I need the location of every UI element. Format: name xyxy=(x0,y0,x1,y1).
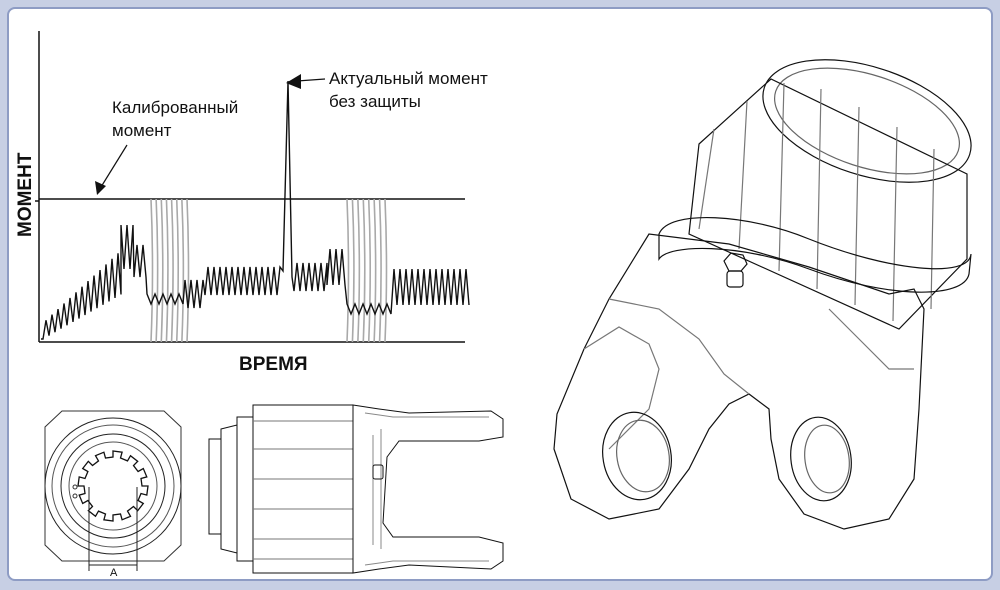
calibrated-torque-label-line2: момент xyxy=(112,121,172,140)
overload-burst-line xyxy=(150,198,154,343)
calibrated-torque-label-line1: Калиброванный xyxy=(112,98,238,117)
iso-left-ear-hole xyxy=(602,411,672,501)
overload-burst-line xyxy=(155,198,159,343)
side-view-yoke-edges xyxy=(364,412,489,566)
actual-arrowhead xyxy=(286,74,301,89)
side-view-flange-thin xyxy=(208,438,222,535)
y-axis-label: МОМЕНТ xyxy=(15,152,36,237)
iso-rear-rim xyxy=(762,59,972,183)
actual-torque-label-line2: без защиты xyxy=(329,92,421,111)
iso-grease-nipple-body xyxy=(726,270,744,288)
iso-rear-rim-inner xyxy=(773,67,961,175)
iso-left-ear-hole-inner xyxy=(616,419,670,493)
front-view-hex-outline xyxy=(44,410,182,562)
side-view-body xyxy=(252,404,354,574)
iso-ear-edge xyxy=(583,326,660,450)
overload-bursts xyxy=(150,198,388,343)
front-view-hole xyxy=(72,484,78,490)
iso-right-ear-hole xyxy=(790,416,852,502)
iso-cylinder-body xyxy=(688,78,968,330)
iso-flange-ring xyxy=(658,217,972,293)
figure-frame: МОМЕНТ ВРЕМЯ Калиброванный момент Актуал… xyxy=(7,7,993,581)
actual-leader-line xyxy=(296,78,326,82)
overload-burst-line xyxy=(181,198,185,343)
dimension-label-a: A xyxy=(110,567,118,579)
overload-burst-line xyxy=(170,198,174,343)
iso-yoke-edge xyxy=(828,308,914,370)
iso-right-ear-hole-inner xyxy=(804,424,850,494)
front-view-hole xyxy=(72,493,78,499)
side-view-grease-nipple xyxy=(372,464,384,480)
side-view-yoke-outline xyxy=(352,404,504,574)
torque-chart: МОМЕНТ ВРЕМЯ Калиброванный момент Актуал… xyxy=(15,31,488,375)
front-view-ring-2 xyxy=(51,424,175,548)
x-axis-label: ВРЕМЯ xyxy=(239,354,308,375)
overload-burst-line xyxy=(367,198,372,343)
overload-burst-line xyxy=(378,198,382,343)
iso-yoke-outline xyxy=(553,233,925,530)
torque-signal xyxy=(41,80,470,340)
front-view-spline-bore xyxy=(77,450,149,522)
overload-burst-line xyxy=(384,198,388,343)
overload-burst-line xyxy=(160,198,164,343)
calibrated-arrowhead xyxy=(95,181,106,195)
overload-burst-line xyxy=(357,198,361,343)
overload-burst-line xyxy=(373,198,377,343)
isometric-view-drawing xyxy=(553,59,972,530)
front-view-ring-3 xyxy=(60,433,166,539)
side-view-ring xyxy=(236,416,254,562)
overload-burst-line xyxy=(362,198,366,343)
iso-grease-nipple-hex xyxy=(723,252,748,272)
overload-burst-line xyxy=(175,198,180,343)
side-view-drawing xyxy=(208,404,504,574)
calibrated-leader-line xyxy=(100,144,128,188)
side-view-yoke-inner xyxy=(372,429,382,549)
figure-canvas: МОМЕНТ ВРЕМЯ Калиброванный момент Актуал… xyxy=(15,31,972,579)
overload-burst-line xyxy=(351,198,355,343)
overload-burst-line xyxy=(186,198,190,343)
iso-yoke-edge xyxy=(608,298,750,395)
front-view-ring-4 xyxy=(68,441,158,531)
overload-burst-line xyxy=(165,198,169,343)
overload-burst-line xyxy=(346,198,350,343)
actual-torque-label-line1: Актуальный момент xyxy=(329,69,488,88)
front-view-drawing xyxy=(44,410,182,571)
front-view-outer-ring xyxy=(44,417,182,555)
iso-cylinder-ribs xyxy=(698,82,935,322)
side-view-flange xyxy=(220,424,238,554)
